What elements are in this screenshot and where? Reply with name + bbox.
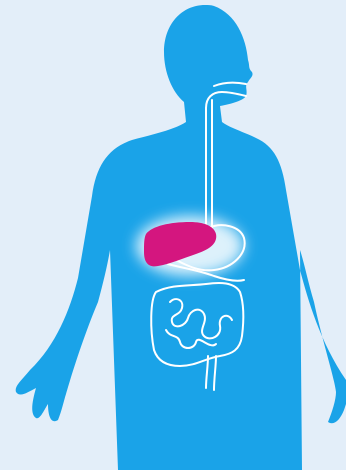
digestive-system-diagram: [0, 0, 346, 470]
anatomy-illustration: [0, 0, 346, 470]
